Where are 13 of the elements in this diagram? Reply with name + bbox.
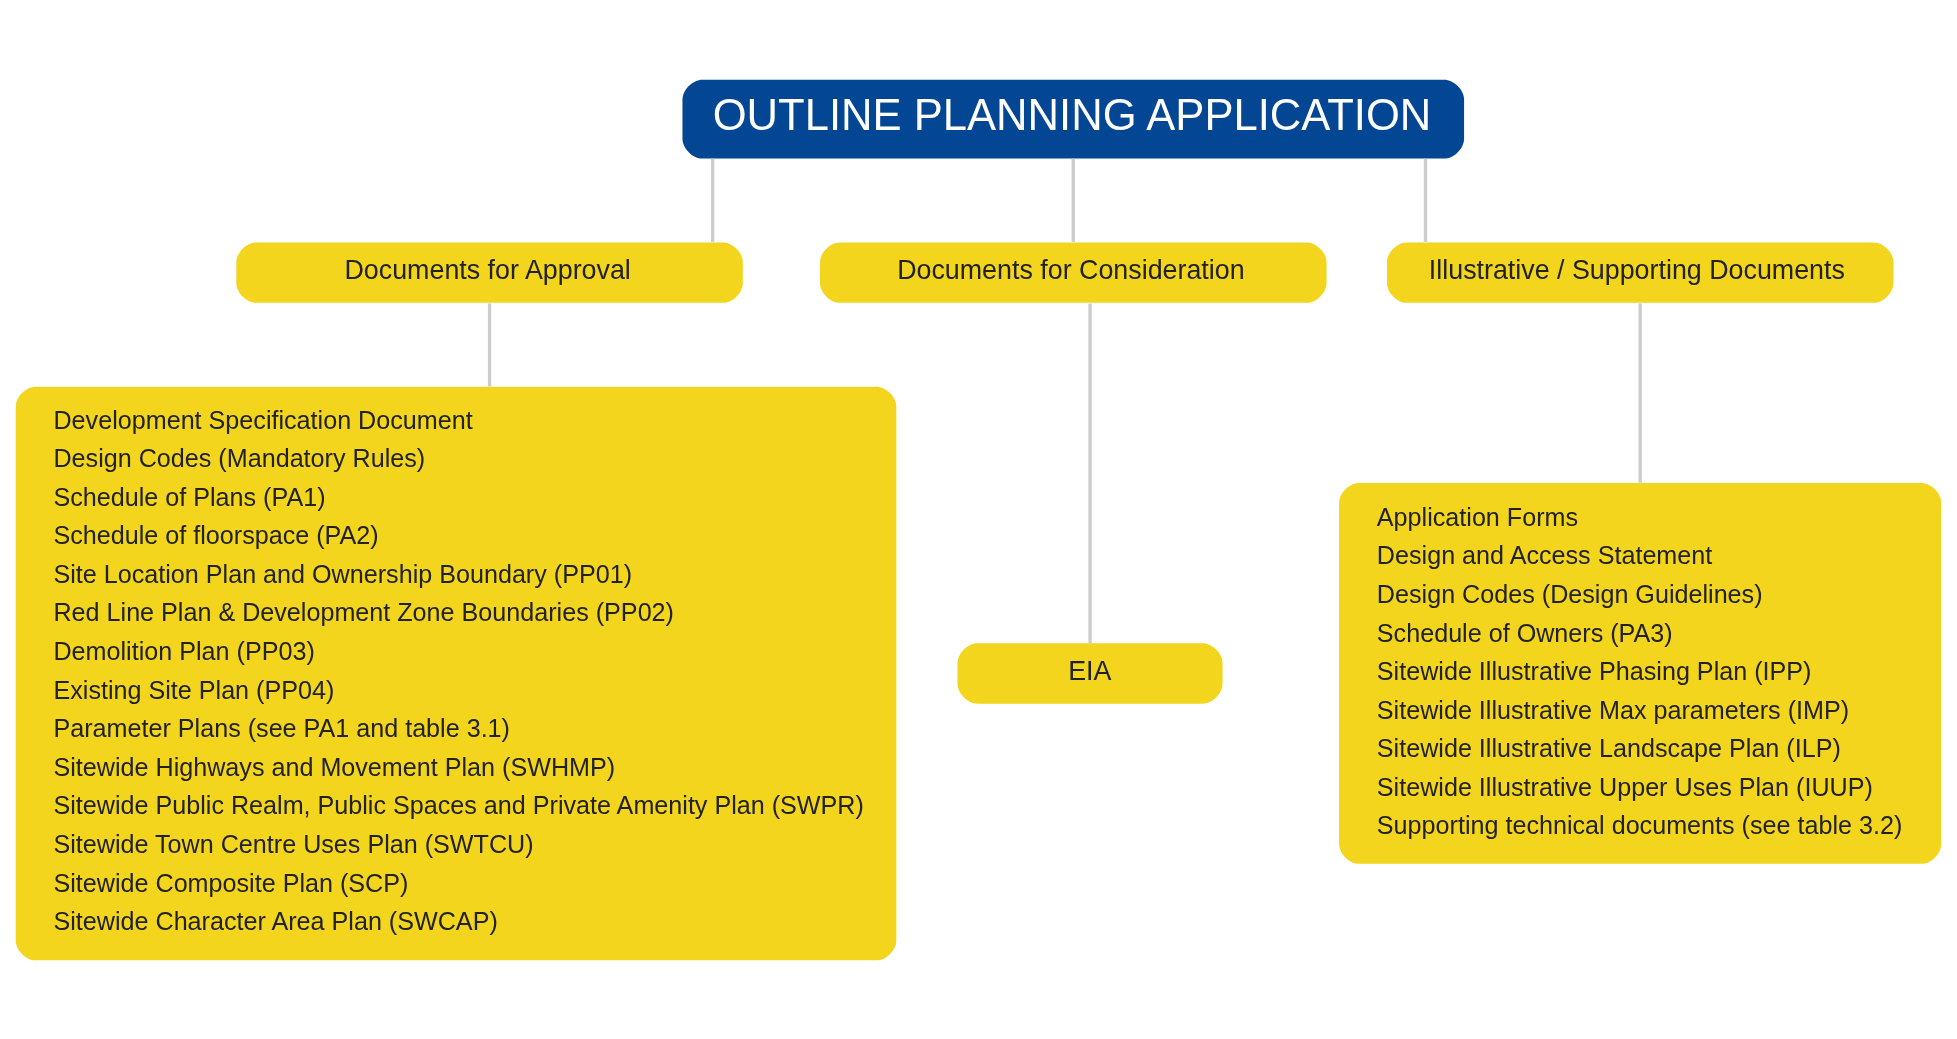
node-box: Illustrative / Supporting Documents <box>1386 241 1894 303</box>
node-box: Application Forms Design and Access Statement Design Codes (Design Guidelines) Schedule of Owners (PA3) Sitewide Illustrative Phasing Plan (IPP) Sitewide Illustrative Max parameters (IMP) Sitewide Illustrative Landscape Plan (ILP) Sitewide Illustrative Upper Uses Plan (IUUP) Supporting technical documents (see table 3.2) <box>1339 482 1942 864</box>
connector <box>1638 302 1642 483</box>
connector <box>1088 302 1092 643</box>
node-box: Documents for Approval <box>236 241 743 303</box>
connector <box>487 302 492 386</box>
node-box: OUTLINE PLANNING APPLICATION <box>682 79 1465 159</box>
node-box: Documents for Consideration <box>820 241 1327 303</box>
connector <box>1423 158 1428 242</box>
node-box: EIA <box>957 642 1223 704</box>
connector <box>1071 158 1075 242</box>
node-box: Development Specification Document Design Codes (Mandatory Rules) Schedule of Plans (PA1) Schedule of floorspace (PA2) Site Location Plan and Ownership Boundary (PP01) Red Line Plan & Development Zone Boundaries (PP02) Demolition Plan (PP03) Existing Site Plan (PP04) Parameter Plans (see PA1 and table 3.1) Sitewide Highways and Movement Plan (SWHMP) Sitewide Public Realm, Public Spaces and Private Amenity Plan (SWPR) Sitewide Town Centre Uses Plan (SWTCU) Sitewide Composite Plan (SCP) Sitewide Character Area Plan (SWCAP) <box>15 386 897 960</box>
connector <box>710 158 715 242</box>
